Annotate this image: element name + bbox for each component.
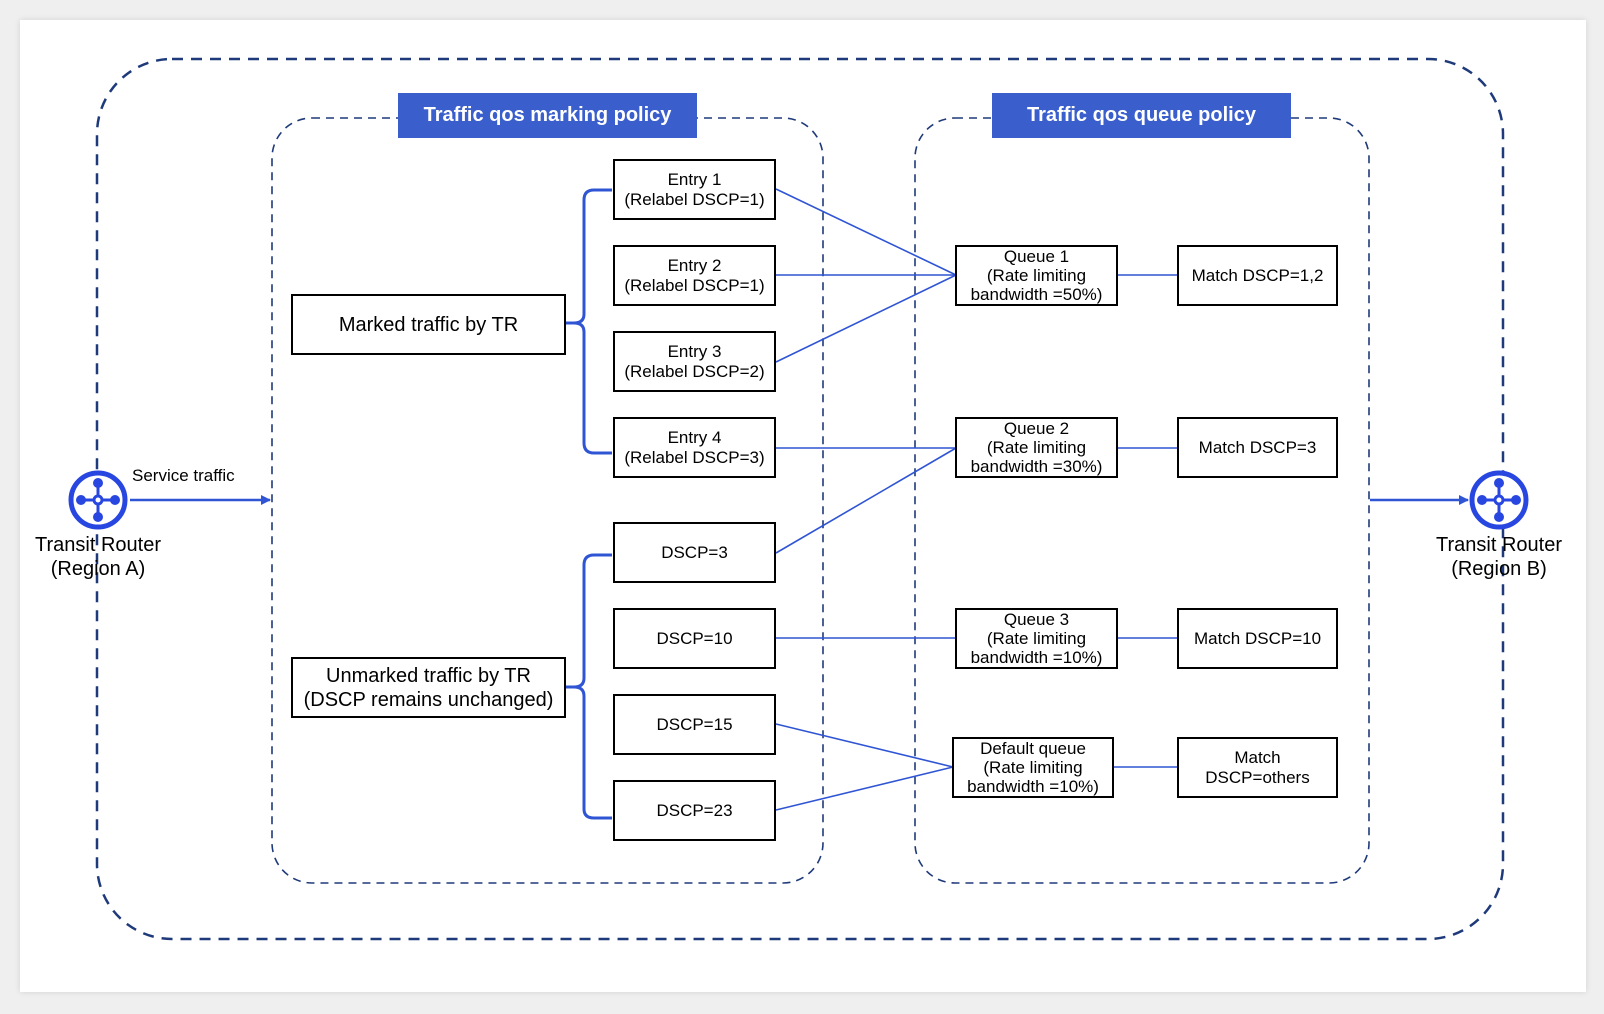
entry-1-box: Entry 1 (Relabel DSCP=1) bbox=[613, 159, 776, 220]
entry-3-box: Entry 3 (Relabel DSCP=2) bbox=[613, 331, 776, 392]
dscp-10-box: DSCP=10 bbox=[613, 608, 776, 669]
connector-entry3-queue1 bbox=[775, 274, 957, 363]
default-queue-box: Default queue (Rate limiting bandwidth =… bbox=[952, 737, 1114, 798]
marking-policy-title-text: Traffic qos marking policy bbox=[423, 104, 672, 126]
connector-dscp23-default bbox=[775, 766, 954, 811]
match-queue-3-box: Match DSCP=10 bbox=[1177, 608, 1338, 669]
queue-2-box: Queue 2 (Rate limiting bandwidth =30%) bbox=[955, 417, 1118, 478]
match-queue-1-box: Match DSCP=1,2 bbox=[1177, 245, 1338, 306]
unmarked-traffic-group: Unmarked traffic by TR (DSCP remains unc… bbox=[291, 657, 566, 718]
queue-policy-title-text: Traffic qos queue policy bbox=[1027, 104, 1256, 126]
dscp-23-box: DSCP=23 bbox=[613, 780, 776, 841]
marking-policy-container bbox=[271, 117, 824, 884]
router-icon bbox=[1469, 470, 1529, 530]
connector-entry1-queue1 bbox=[775, 188, 957, 276]
outer-container bbox=[95, 57, 1505, 941]
entry-2-box: Entry 2 (Relabel DSCP=1) bbox=[613, 245, 776, 306]
router-label-region-a: Transit Router (Region A) bbox=[35, 534, 161, 580]
queue-policy-title: Traffic qos queue policy bbox=[992, 93, 1291, 138]
marked-traffic-brace bbox=[566, 188, 612, 455]
queue-3-box: Queue 3 (Rate limiting bandwidth =10%) bbox=[955, 608, 1118, 669]
dscp-3-box: DSCP=3 bbox=[613, 522, 776, 583]
dscp-15-box: DSCP=15 bbox=[613, 694, 776, 755]
connector-dscp3-queue2 bbox=[775, 447, 957, 554]
diagram-canvas bbox=[20, 20, 1586, 992]
unmarked-traffic-brace bbox=[566, 553, 612, 820]
queue-1-box: Queue 1 (Rate limiting bandwidth =50%) bbox=[955, 245, 1118, 306]
marked-traffic-group: Marked traffic by TR bbox=[291, 294, 566, 355]
match-queue-2-box: Match DSCP=3 bbox=[1177, 417, 1338, 478]
marking-policy-title: Traffic qos marking policy bbox=[398, 93, 697, 138]
match-default-box: Match DSCP=others bbox=[1177, 737, 1338, 798]
service-traffic-label: Service traffic bbox=[132, 466, 235, 485]
connector-dscp15-default bbox=[775, 723, 954, 768]
router-icon bbox=[68, 470, 128, 530]
entry-4-box: Entry 4 (Relabel DSCP=3) bbox=[613, 417, 776, 478]
router-label-region-b: Transit Router (Region B) bbox=[1436, 534, 1562, 580]
